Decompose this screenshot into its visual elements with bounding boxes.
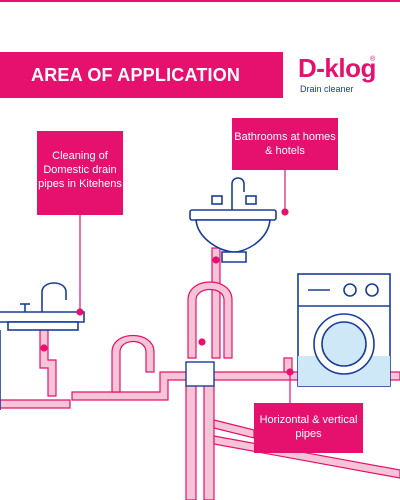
page-title: AREA OF APPLICATION (31, 65, 241, 85)
registered-mark: ® (370, 56, 376, 63)
brand-name: D-klog (298, 53, 376, 83)
pipe-junction-icon (185, 361, 215, 387)
header-banner: AREA OF APPLICATION (0, 52, 283, 98)
callout-bathroom: Bathrooms at homes & hotels (232, 118, 338, 170)
callout-kitchen-text: Cleaning of Domestic drain pipes in Kite… (38, 150, 122, 190)
callout-pipes-text: Horizontal & vertical pipes (259, 414, 358, 440)
washing-machine-icon (297, 273, 391, 387)
callout-connectors (40, 170, 294, 403)
top-strip (0, 0, 400, 2)
brand-tagline: Drain cleaner (300, 84, 354, 94)
kitchen-sink-icon (0, 282, 85, 410)
callout-bathroom-text: Bathrooms at homes & hotels (234, 131, 336, 157)
washbasin-icon (189, 177, 277, 263)
brand-logo: D-klog ® Drain cleaner (294, 50, 386, 100)
callout-pipes: Horizontal & vertical pipes (254, 403, 363, 453)
callout-kitchen: Cleaning of Domestic drain pipes in Kite… (37, 131, 123, 215)
